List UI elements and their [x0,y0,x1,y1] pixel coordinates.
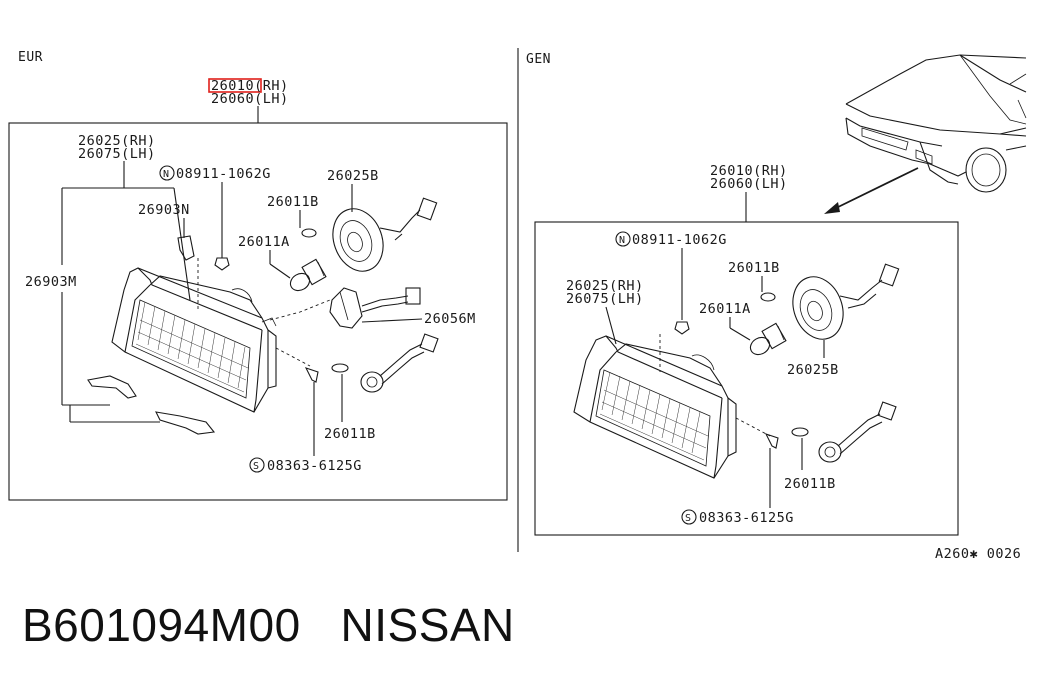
eur-label-26903m[interactable]: 26903M [25,274,77,290]
eur-socket-26056m [329,287,421,329]
eur-label-26025b[interactable]: 26025B [327,168,379,184]
gen-dash-2 [735,417,771,437]
eur-label-26011b-top[interactable]: 26011B [267,194,319,210]
eur-nut-prefix: N [163,169,169,180]
gen-label-26011b-top[interactable]: 26011B [728,260,780,276]
eur-nut-symbol [159,165,175,181]
eur-assembly: 26010(RH) 26060(LH) 26025(RH) 26075(LH) … [8,78,508,501]
gen-main-bulb [749,322,787,356]
gen-car-sketch [845,54,1027,193]
gen-label-26025-rh[interactable]: 26025(RH) [566,278,644,294]
footer-caption: B601094M00 NISSAN [22,598,515,652]
gen-26011a-leader-2 [729,327,751,341]
eur-clip-26903n [177,235,195,261]
gen-arrow-head [824,202,840,214]
gen-label-26075-lh[interactable]: 26075(LH) [566,291,644,307]
gen-label-26010-rh[interactable]: 26010(RH) [710,163,788,179]
eur-label-26060-lh[interactable]: 26060(LH) [211,91,289,107]
eur-dash-2 [269,299,331,321]
eur-nut-part [214,257,230,271]
footer-brand: NISSAN [340,599,515,651]
gen-label-08911[interactable]: 08911-1062G [632,232,727,248]
eur-label-26075-lh[interactable]: 26075(LH) [78,146,156,162]
eur-small-bulb-bottom [331,363,349,373]
eur-headlamp-body [111,267,277,413]
highlight-box [208,78,262,93]
gen-socket-cover [792,263,900,340]
eur-bracket-parts [87,375,216,435]
eur-label-08363[interactable]: 08363-6125G [267,458,362,474]
gen-label-26060-lh[interactable]: 26060(LH) [710,176,788,192]
gen-assembly: 26010(RH) 26060(LH) N 08911-1062G 26011B… [534,54,1027,536]
eur-dash-3 [275,347,311,367]
gen-side-socket [818,401,897,463]
gen-label-26011b-bottom[interactable]: 26011B [784,476,836,492]
section-label-eur: EUR [18,50,43,65]
eur-screw-prefix: S [253,461,259,472]
gen-pointer-arrow [831,167,919,211]
gen-screw-symbol [681,509,697,525]
footer-part-number: B601094M00 [22,599,301,651]
gen-screw [764,433,779,449]
eur-label-26011a[interactable]: 26011A [238,234,290,250]
eur-screw-symbol [249,457,265,473]
eur-26025-pointer [173,187,191,301]
eur-label-08911[interactable]: 08911-1062G [176,166,271,182]
eur-label-26010-rh[interactable]: 26010(RH) [211,78,289,94]
reference-code: A260✱ 0026 [935,546,1021,562]
gen-headlamp-body [573,335,737,479]
eur-26011a-leader-2 [269,263,291,279]
eur-screw [304,367,319,383]
gen-frame [534,221,959,536]
gen-label-26011a[interactable]: 26011A [699,301,751,317]
eur-26056m-leader [361,318,423,323]
eur-label-26903n[interactable]: 26903N [138,202,190,218]
gen-nut-part [674,321,690,335]
gen-nut-prefix: N [619,235,625,246]
gen-nut-symbol [615,231,631,247]
eur-small-bulb-top [301,228,317,238]
section-label-gen: GEN [526,52,551,67]
eur-main-bulb [289,258,327,292]
gen-small-bulb-top [760,292,776,302]
eur-socket-cover [332,197,438,272]
eur-frame [8,122,508,501]
gen-screw-prefix: S [685,513,691,524]
gen-label-08363[interactable]: 08363-6125G [699,510,794,526]
eur-side-socket [360,333,439,393]
eur-label-26025-rh[interactable]: 26025(RH) [78,133,156,149]
eur-label-26011b-bottom[interactable]: 26011B [324,426,376,442]
eur-label-26056m[interactable]: 26056M [424,311,476,327]
gen-small-bulb-bottom [791,427,809,437]
gen-26025-leader [605,306,617,345]
gen-label-26025b[interactable]: 26025B [787,362,839,378]
